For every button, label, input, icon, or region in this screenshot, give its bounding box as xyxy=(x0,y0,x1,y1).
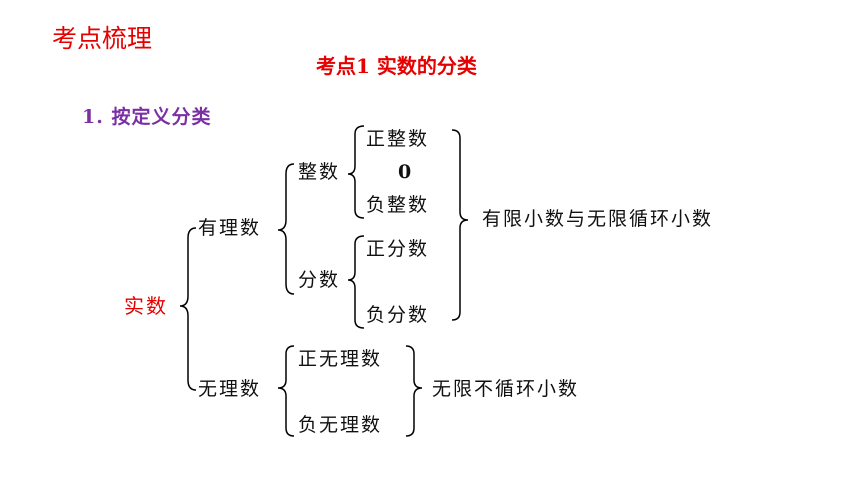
rational-description-brace xyxy=(451,129,469,321)
irrational-description-brace xyxy=(405,345,423,437)
node-positive-integers: 正整数 xyxy=(366,128,430,150)
root-brace xyxy=(179,227,197,391)
node-irrational-numbers: 无理数 xyxy=(198,378,262,400)
node-positive-irrationals: 正无理数 xyxy=(298,348,383,370)
topic-title: 考点1 实数的分类 xyxy=(316,54,477,78)
node-integers: 整数 xyxy=(298,161,341,183)
node-negative-integers: 负整数 xyxy=(366,194,430,216)
integer-brace xyxy=(347,125,365,219)
node-negative-fractions: 负分数 xyxy=(366,304,430,326)
node-positive-fractions: 正分数 xyxy=(366,238,430,260)
rational-description: 有限小数与无限循环小数 xyxy=(482,208,714,230)
irrational-brace xyxy=(277,345,295,437)
fraction-brace xyxy=(347,235,365,329)
node-real-numbers: 实数 xyxy=(124,294,168,318)
rational-brace xyxy=(277,163,295,295)
irrational-description: 无限不循环小数 xyxy=(432,378,580,400)
classification-heading: 1. 按定义分类 xyxy=(82,106,212,128)
node-negative-irrationals: 负无理数 xyxy=(298,414,383,436)
node-zero: 0 xyxy=(398,161,414,183)
section-title: 考点梳理 xyxy=(52,24,153,53)
node-rational-numbers: 有理数 xyxy=(198,217,262,239)
node-fractions: 分数 xyxy=(298,269,341,291)
